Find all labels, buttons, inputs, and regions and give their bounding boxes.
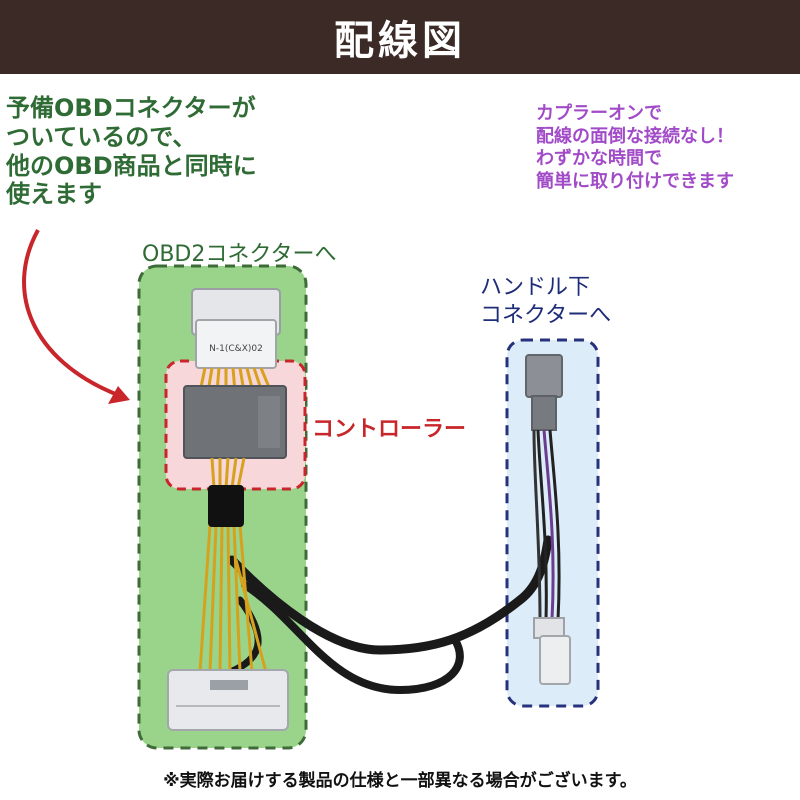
- controller-ridge: [258, 396, 280, 448]
- coupler-note-line: カプラーオンで: [536, 103, 662, 124]
- spare-obd-note-line: 他のOBD商品と同時に: [6, 151, 257, 180]
- connector-slot: [210, 680, 248, 690]
- spare-obd-note-line: 使えます: [6, 180, 102, 209]
- handle-bottom-plug: [539, 635, 571, 685]
- main-cable: [227, 535, 553, 655]
- handle-connector-collar: [531, 395, 557, 431]
- spare-obd-note: 予備OBDコネクターが ついているので、 他のOBD商品と同時に 使えます: [6, 94, 257, 209]
- coupler-note-line: わずかな時間で: [536, 148, 662, 169]
- handle-top-connector: [525, 354, 563, 398]
- header-bar: 配線図: [0, 0, 800, 74]
- spare-obd-note-line: 予備OBDコネクターが: [6, 94, 256, 122]
- arrow-head-icon: [108, 386, 130, 404]
- coupler-note-line: 簡単に取り付けできます: [536, 170, 734, 192]
- handle-label-line: ハンドル下: [480, 275, 591, 300]
- obd2-label: OBD2コネクターへ: [142, 242, 337, 267]
- handle-label: ハンドル下 コネクターへ: [480, 274, 611, 329]
- pointer-arrow: [22, 229, 119, 397]
- page-title: 配線図: [334, 18, 466, 64]
- coupler-note-line: 配線の面倒な接続なし！: [536, 125, 734, 147]
- connector-plate: [195, 319, 277, 369]
- handle-wires: [532, 429, 561, 621]
- spare-obd-note-line: ついているので、: [6, 122, 197, 151]
- yellow-wires-bottom: [198, 457, 268, 673]
- connector-marking: N-1(C&X)02: [209, 344, 263, 354]
- cable-loop: [241, 581, 464, 695]
- controller-label: コントローラー: [312, 417, 467, 442]
- tape-wrap: [208, 485, 244, 527]
- handle-label-line: コネクターへ: [480, 302, 612, 328]
- bottom-obd-connector: [167, 669, 289, 731]
- disclaimer: ※実際お届けする製品の仕様と一部異なる場合がございます。: [163, 771, 637, 791]
- coupler-note: カプラーオンで 配線の面倒な接続なし！ わずかな時間で 簡単に取り付けできます: [536, 103, 734, 193]
